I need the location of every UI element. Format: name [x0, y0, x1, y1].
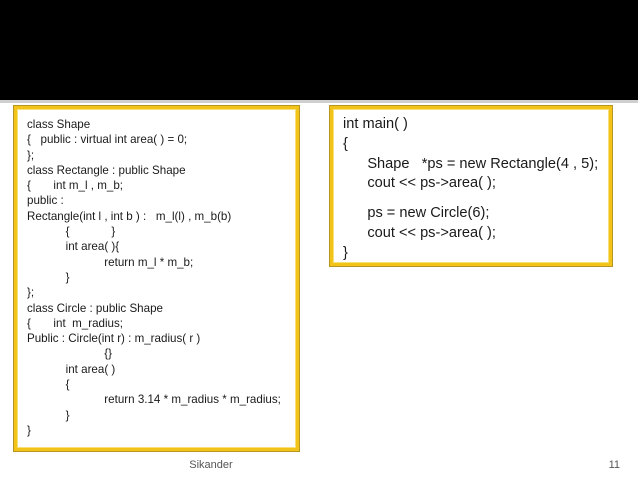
code-line: Public : Circle(int r) : m_radius( r ): [27, 332, 201, 346]
code-line: }: [27, 408, 70, 422]
code-line: {: [343, 135, 348, 152]
divider-line: [0, 100, 638, 103]
code-box-main: int main( ) { Shape *ps = new Rectangle(…: [329, 105, 613, 267]
code-line: int area( ): [27, 362, 116, 376]
code-line: return 3.14 * m_radius * m_radius;: [27, 393, 281, 407]
footer-author: Sikander: [189, 459, 233, 471]
code-line: {: [27, 378, 70, 392]
code-line: cout << ps->area( );: [343, 175, 496, 192]
code-line: { }: [27, 225, 116, 239]
code-line: { int m_radius;: [27, 316, 124, 330]
code-line: { int m_l , m_b;: [27, 179, 124, 193]
page-number: 11: [608, 459, 620, 471]
code-box-classes: class Shape { public : virtual int area(…: [13, 105, 300, 452]
code-line: }: [27, 270, 70, 284]
code-line: ps = new Circle(6);: [343, 205, 490, 222]
blank-line: [343, 194, 601, 204]
code-line: }: [343, 244, 348, 261]
code-line: class Rectangle : public Shape: [27, 163, 186, 177]
code-line: int main( ): [343, 116, 408, 132]
code-line: };: [27, 148, 35, 162]
code-line: return m_l * m_b;: [27, 255, 194, 269]
code-line: {}: [27, 347, 113, 361]
code-line: Shape *ps = new Rectangle(4 , 5);: [343, 155, 599, 172]
code-line: class Circle : public Shape: [27, 301, 163, 315]
code-line: int area( ){: [27, 240, 120, 254]
code-line: public :: [27, 194, 64, 208]
title-band: [0, 0, 638, 100]
code-line: }: [27, 423, 31, 437]
code-line: class Shape: [27, 118, 91, 131]
code-line: cout << ps->area( );: [343, 224, 496, 241]
code-line: };: [27, 286, 35, 300]
code-line: Rectangle(int l , int b ) : m_l(l) , m_b…: [27, 209, 232, 223]
code-line: { public : virtual int area( ) = 0;: [27, 133, 188, 147]
